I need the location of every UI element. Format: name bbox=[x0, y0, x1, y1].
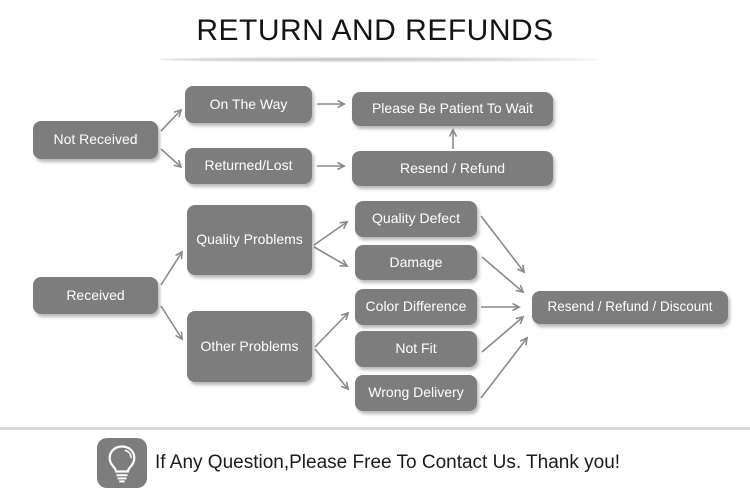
arrow-received-to-other-problems bbox=[160, 305, 182, 339]
flow-node-quality-problems: Quality Problems bbox=[187, 205, 312, 275]
flow-node-resend-refund-discount: Resend / Refund / Discount bbox=[532, 291, 728, 324]
title-underline-shadow bbox=[158, 57, 600, 62]
flow-node-please-be-patient: Please Be Patient To Wait bbox=[352, 92, 553, 126]
flow-node-on-the-way: On The Way bbox=[185, 86, 312, 123]
flow-node-color-difference: Color Difference bbox=[355, 289, 477, 325]
arrow-damage-to-final bbox=[481, 256, 523, 292]
arrow-received-to-quality-problems bbox=[160, 252, 182, 286]
arrow-quality-defect-to-final bbox=[480, 215, 524, 272]
arrow-wrong-delivery-to-final bbox=[480, 338, 527, 399]
flow-node-other-problems: Other Problems bbox=[187, 311, 312, 382]
arrow-not-received-to-returned-lost bbox=[160, 148, 181, 167]
footer-message: If Any Question,Please Free To Contact U… bbox=[155, 452, 621, 473]
arrow-not-fit-to-final bbox=[481, 317, 523, 353]
flow-node-resend-refund: Resend / Refund bbox=[352, 151, 553, 186]
footer-divider bbox=[0, 427, 750, 430]
arrow-not-received-to-on-the-way bbox=[160, 110, 181, 132]
arrow-quality-problems-to-damage bbox=[313, 246, 347, 266]
arrow-other-problems-to-color-difference bbox=[314, 313, 348, 348]
flow-node-received: Received bbox=[33, 277, 158, 314]
arrow-quality-problems-to-quality-defect bbox=[313, 222, 347, 246]
lightbulb-icon bbox=[97, 438, 147, 488]
flow-node-returned-lost: Returned/Lost bbox=[185, 148, 312, 184]
flow-node-not-received: Not Received bbox=[33, 121, 158, 159]
flow-node-wrong-delivery: Wrong Delivery bbox=[355, 375, 477, 411]
page-title: RETURN AND REFUNDS bbox=[196, 14, 554, 47]
flow-node-damage: Damage bbox=[355, 245, 477, 280]
flow-node-not-fit: Not Fit bbox=[355, 331, 477, 367]
flow-node-quality-defect: Quality Defect bbox=[355, 201, 477, 237]
arrow-other-problems-to-wrong-delivery bbox=[314, 348, 348, 389]
